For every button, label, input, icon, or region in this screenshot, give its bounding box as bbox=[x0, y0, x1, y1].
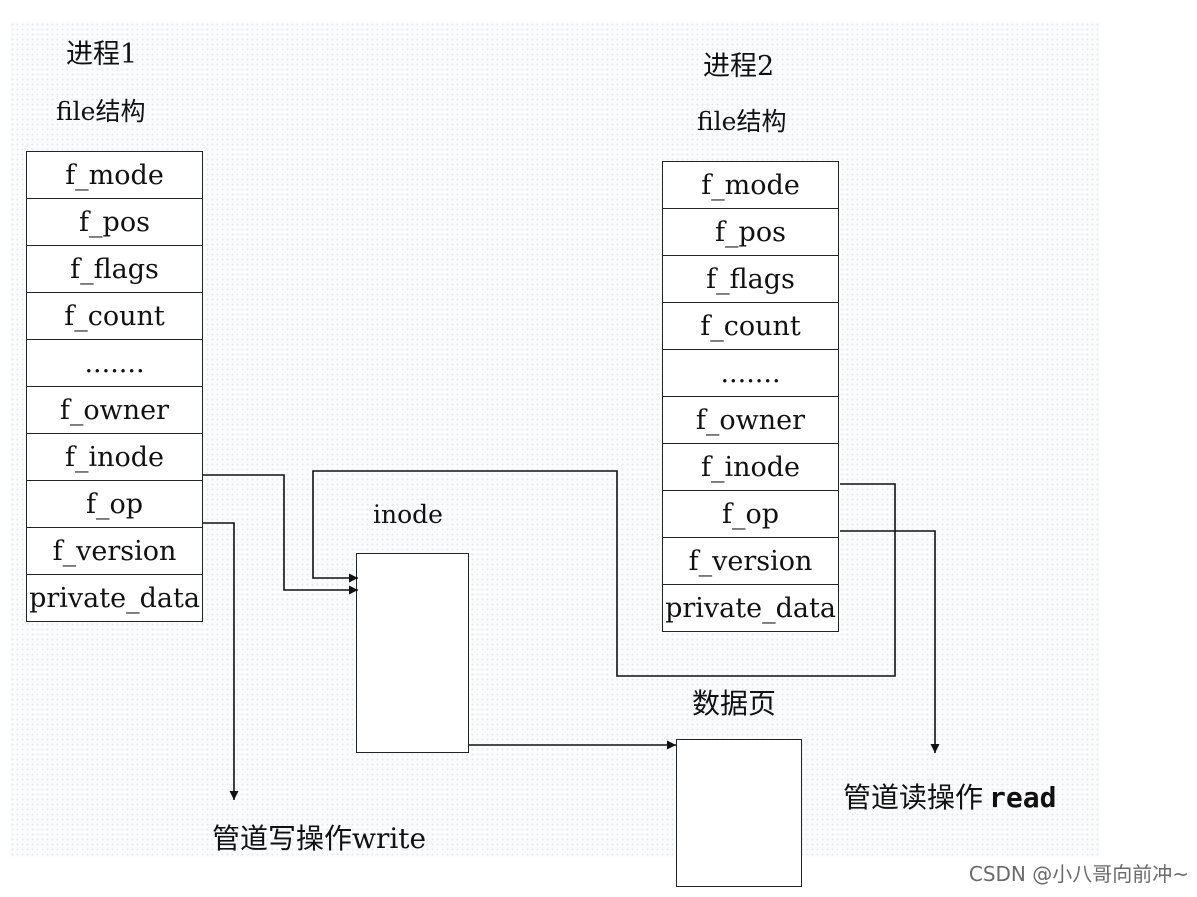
process2-field-row: f_mode bbox=[662, 161, 839, 209]
watermark: CSDN @小八哥向前冲~ bbox=[968, 862, 1189, 886]
process2-field-row: f_flags bbox=[662, 255, 839, 303]
p2-op-connector bbox=[840, 530, 940, 753]
process1-field-row: private_data bbox=[26, 574, 203, 622]
process2-field-3: f_count bbox=[662, 302, 839, 350]
process2-field-9: private_data bbox=[662, 584, 839, 632]
process2-field-row: f_owner bbox=[662, 396, 839, 444]
process2-field-2: f_flags bbox=[662, 255, 839, 303]
process2-field-row: f_count bbox=[662, 302, 839, 350]
process1-field-4: ....... bbox=[26, 339, 203, 387]
process2-field-0: f_mode bbox=[662, 161, 839, 209]
read-op-prefix: 管道读操作 bbox=[843, 781, 984, 814]
process2-field-8: f_version bbox=[662, 537, 839, 585]
p2-inode-connector bbox=[312, 470, 896, 677]
process1-field-9: private_data bbox=[26, 574, 203, 622]
process2-field-row: f_pos bbox=[662, 208, 839, 256]
process1-field-1: f_pos bbox=[26, 198, 203, 246]
process1-field-0: f_mode bbox=[26, 151, 203, 199]
process2-field-4: ....... bbox=[662, 349, 839, 397]
process1-field-row: f_inode bbox=[26, 433, 203, 481]
write-op-label: 管道写操作write bbox=[212, 822, 427, 855]
process1-field-row: f_pos bbox=[26, 198, 203, 246]
process2-struct-label: file结构 bbox=[697, 107, 787, 136]
process2-field-row: f_version bbox=[662, 537, 839, 585]
inode-box bbox=[356, 553, 469, 753]
p1-inode-connector bbox=[203, 474, 358, 595]
read-op-keyword: read bbox=[989, 781, 1057, 814]
process2-field-5: f_owner bbox=[662, 396, 839, 444]
process1-field-5: f_owner bbox=[26, 386, 203, 434]
process2-title: 进程2 bbox=[703, 51, 775, 82]
process2-field-7: f_op bbox=[662, 490, 839, 538]
process1-field-row: f_op bbox=[26, 480, 203, 528]
data-page-label: 数据页 bbox=[692, 687, 777, 720]
process1-field-6: f_inode bbox=[26, 433, 203, 481]
process2-field-row: ....... bbox=[662, 349, 839, 397]
process1-field-row: ....... bbox=[26, 339, 203, 387]
process1-struct-label: file结构 bbox=[56, 97, 146, 126]
process1-field-7: f_op bbox=[26, 480, 203, 528]
data-page-box bbox=[676, 739, 802, 887]
process2-field-row: f_op bbox=[662, 490, 839, 538]
process2-field-row: private_data bbox=[662, 584, 839, 632]
inode-label: inode bbox=[373, 500, 443, 529]
process1-field-row: f_owner bbox=[26, 386, 203, 434]
process2-field-1: f_pos bbox=[662, 208, 839, 256]
p1-op-connector bbox=[203, 522, 239, 800]
process1-field-row: f_mode bbox=[26, 151, 203, 199]
process1-title: 进程1 bbox=[66, 39, 138, 70]
